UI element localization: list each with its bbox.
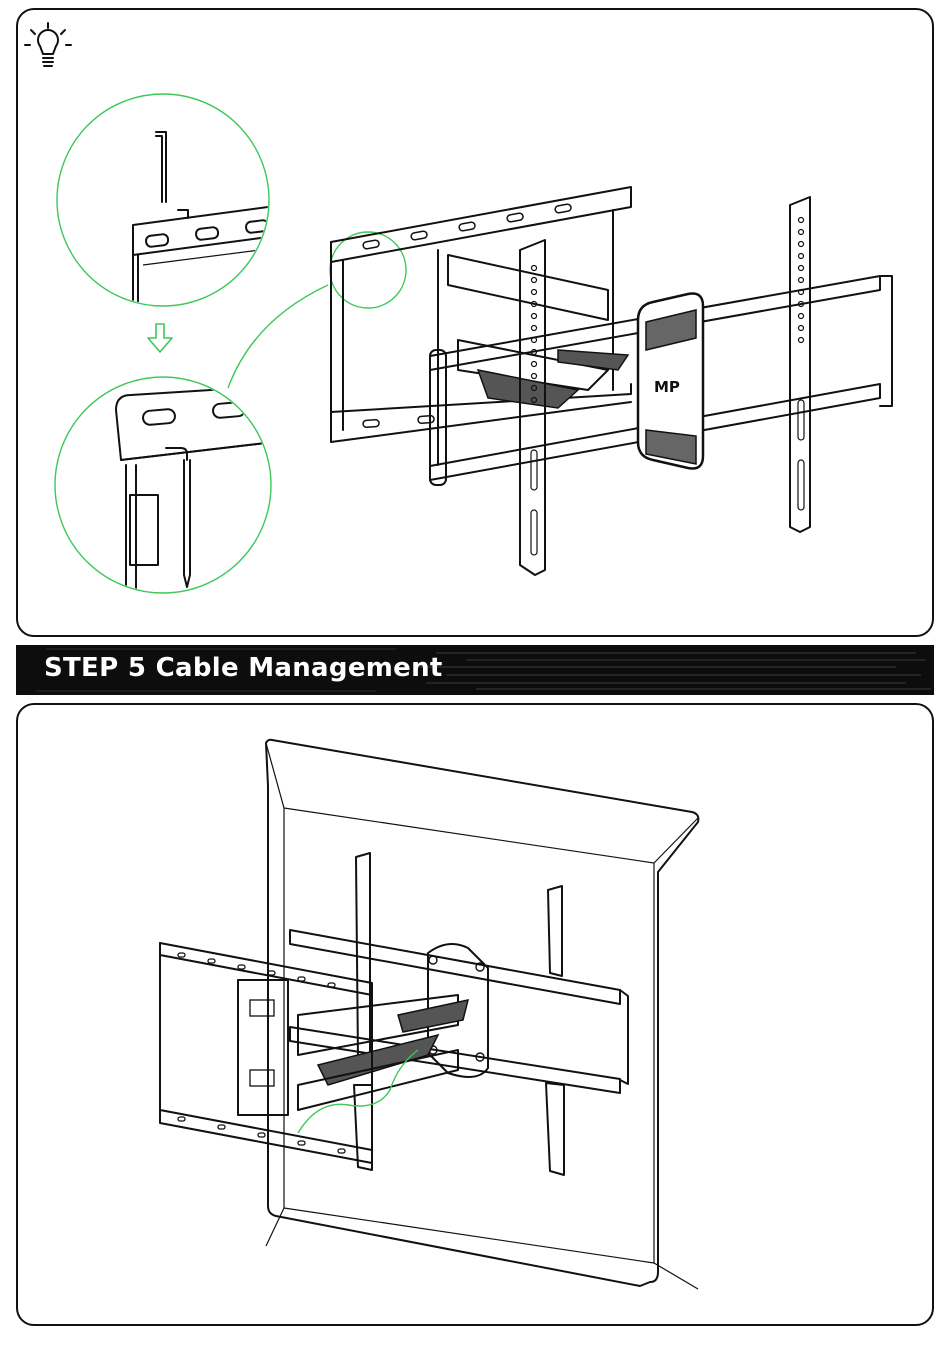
mount-logo-icon: MP [654, 378, 680, 396]
vertical-bracket-left [520, 240, 545, 575]
step-header-bar: STEP 5 Cable Management [16, 645, 934, 695]
detail-callout-key-inserted [55, 377, 291, 615]
wall-plate [160, 943, 372, 1163]
down-arrow-icon [148, 324, 172, 352]
articulating-arm [298, 995, 468, 1110]
vertical-bracket-right [790, 197, 810, 532]
step-number: STEP 5 [44, 653, 146, 683]
lightbulb-icon [25, 23, 71, 66]
instruction-panel-top: MP [16, 8, 934, 637]
mount-assembly-illustration: MP [18, 10, 936, 639]
tv-bracket-right [546, 886, 564, 1175]
tv-back-panel [266, 740, 698, 1289]
tv-bracket-left [354, 853, 372, 1170]
step-name: Cable Management [156, 653, 443, 683]
cable-management-illustration [18, 705, 936, 1328]
step-title: STEP 5 Cable Management [44, 653, 443, 683]
detail-callout-allen-key [57, 94, 283, 315]
tilt-head: MP [638, 294, 703, 469]
instruction-panel-bottom [16, 703, 934, 1326]
svg-text:MP: MP [654, 378, 680, 396]
